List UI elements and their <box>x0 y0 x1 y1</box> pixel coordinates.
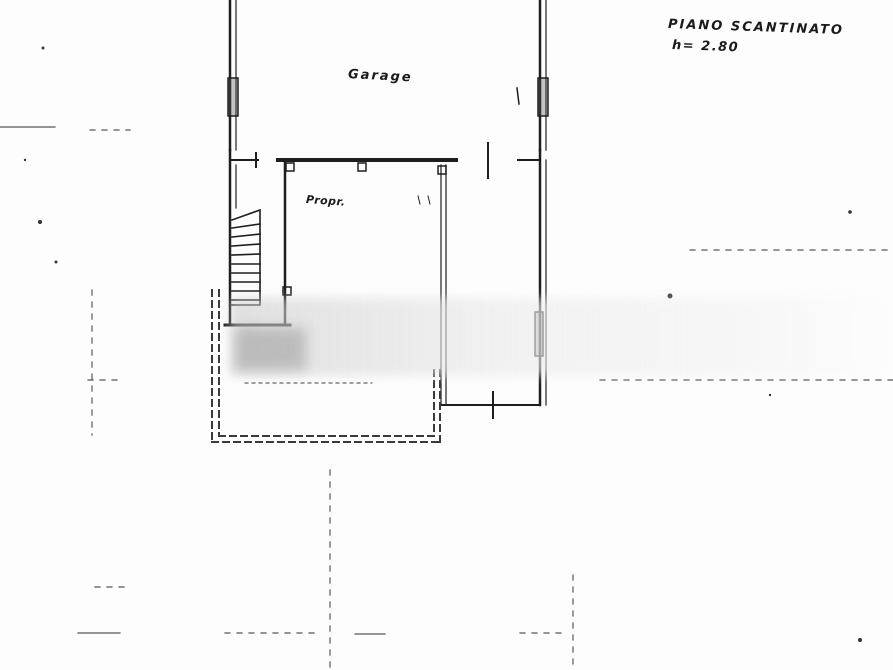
scan-specks <box>23 46 862 642</box>
ceiling-height-note: h= 2.80 <box>671 38 740 56</box>
reference-marks <box>0 126 893 670</box>
dashed-outline <box>211 289 441 443</box>
wall-stubs <box>229 87 541 419</box>
staircase <box>230 208 261 306</box>
blurred-patch <box>236 328 306 370</box>
blurred-redaction <box>230 298 890 376</box>
room-label-prop: Propr. <box>305 193 346 209</box>
